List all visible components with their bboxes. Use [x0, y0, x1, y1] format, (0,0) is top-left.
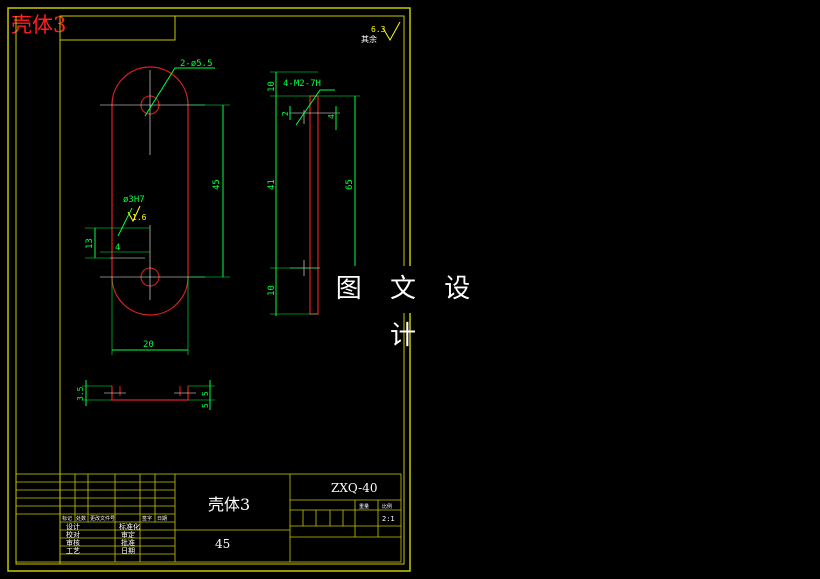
dim-side-4: 4 [327, 114, 336, 119]
roughness-note: 其余 [361, 34, 377, 44]
side-view: 4-M2-7H 10 41 10 2 4 65 [267, 71, 360, 316]
dim-side-bottom: 10 [267, 285, 277, 296]
dim-side-top: 10 [267, 81, 277, 92]
rev-header-0: 标记 [62, 515, 72, 522]
roughness-value: 6.3 [371, 25, 386, 34]
dim-width: 20 [143, 340, 154, 350]
part-name: 壳体3 [208, 495, 250, 514]
drawing-number: ZXQ-40 [331, 481, 377, 495]
thread-note: 4-M2-7H [283, 79, 321, 89]
roughness-symbol: 6.3 其余 [361, 21, 401, 44]
weight-label: 重量 [359, 503, 369, 510]
material: 45 [215, 537, 230, 551]
watermark-label: 图 文 设 计 [320, 266, 496, 351]
dim-bottom-right-a: 5 [201, 391, 210, 396]
dim-side-2: 2 [281, 111, 290, 116]
left-row-2: 审核 [66, 538, 80, 547]
mid-row-3: 日期 [121, 547, 135, 555]
dim-small: 4 [115, 243, 120, 253]
scale-label: 比例 [382, 503, 392, 510]
pin-roughness: 1.6 [132, 213, 147, 222]
corner-box [60, 16, 176, 41]
binding-margin [15, 16, 60, 565]
corner-title: 壳体3 [11, 13, 67, 37]
mid-row-2: 批准 [121, 538, 135, 547]
title-block-text: 壳体3 ZXQ-40 45 重量 比例 2:1 标记 处数 更改文件号 签字 日… [62, 481, 395, 555]
dim-bottom-left: 3.5 [76, 386, 85, 401]
rev-header-4: 日期 [157, 516, 167, 522]
dim-side-41: 41 [267, 179, 277, 190]
front-view: 2-ø5.5 45 ø3H7 1.6 13 4 20 [85, 59, 230, 355]
side-body [309, 95, 319, 315]
rev-header-1: 处数 [76, 515, 86, 522]
bottom-view: 3.5 5 5 [76, 380, 215, 410]
hole-note: 2-ø5.5 [180, 59, 213, 69]
rev-header-2: 更改文件号 [90, 515, 115, 522]
dim-height: 45 [212, 179, 222, 190]
scale-value: 2:1 [382, 515, 395, 523]
rev-header-3: 签字 [142, 515, 152, 522]
dim-offset: 13 [85, 238, 95, 249]
mid-row-1: 审定 [121, 530, 135, 539]
mid-row-0: 标准化 [119, 522, 140, 531]
title-block [15, 473, 402, 563]
left-row-0: 设计 [66, 522, 80, 531]
dim-side-65: 65 [345, 179, 355, 190]
left-row-1: 校对 [66, 530, 80, 539]
dim-bottom-right-b: 5 [201, 403, 210, 408]
pin-note: ø3H7 [123, 195, 145, 205]
left-row-3: 工艺 [66, 547, 80, 555]
